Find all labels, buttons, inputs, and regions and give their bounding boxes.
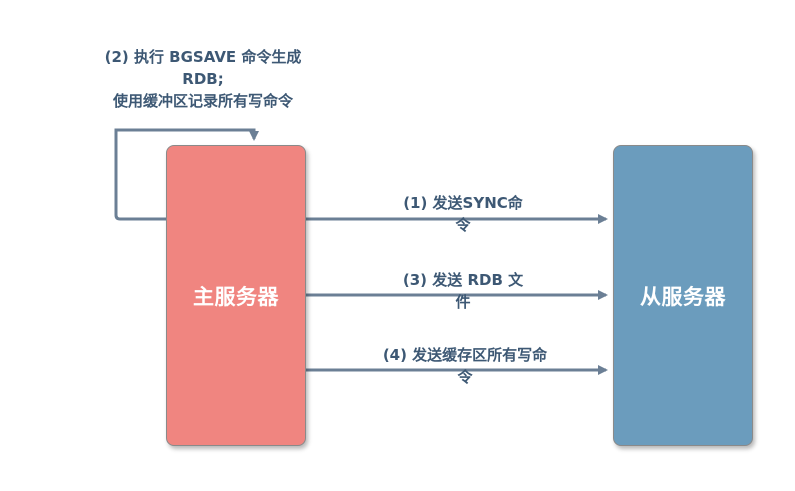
rdb-step-line2: 件 [455,293,471,311]
bgsave-step-line3: 使用缓冲区记录所有写命令 [112,92,293,110]
bgsave-loop-arrow [114,128,259,221]
sync-step-line2: 令 [455,216,471,234]
bgsave-step-line2: RDB; [182,70,224,88]
slave-server-node: 从服务器 [613,145,753,446]
bgsave-step-label: (2) 执行 BGSAVE 命令生成 RDB; 使用缓冲区记录所有写命令 [78,46,328,112]
master-server-label: 主服务器 [193,284,279,309]
bgsave-step-line1: (2) 执行 BGSAVE 命令生成 [104,48,302,66]
cmds-step-line2: 令 [457,368,473,386]
sync-step-label: (1) 发送SYNC命 令 [378,192,548,236]
slave-server-label: 从服务器 [640,284,726,309]
master-server-node: 主服务器 [166,145,306,446]
cmds-step-label: (4) 发送缓存区所有写命 令 [345,344,585,388]
rdb-step-line1: (3) 发送 RDB 文 [402,271,524,289]
rdb-step-label: (3) 发送 RDB 文 件 [378,269,548,313]
sync-step-line1: (1) 发送SYNC命 [403,194,523,212]
cmds-step-line1: (4) 发送缓存区所有写命 [382,346,548,364]
